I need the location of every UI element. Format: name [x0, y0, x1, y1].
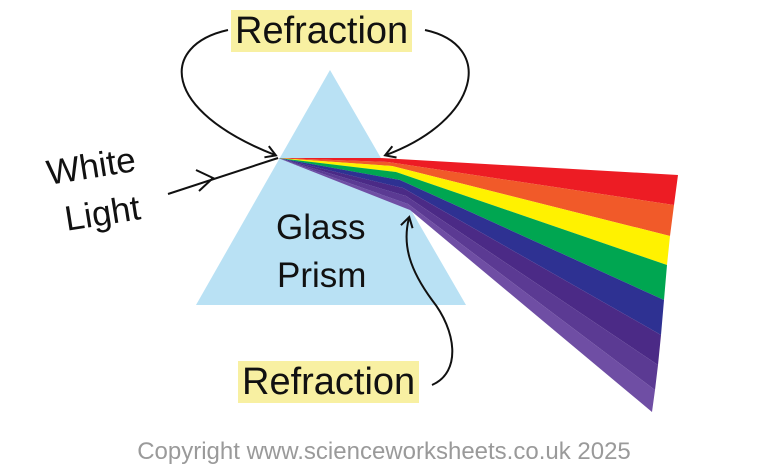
top-right-curved-arrow [383, 29, 470, 159]
spectrum-band-orange [278, 158, 674, 236]
bottom-curved-arrow [400, 215, 454, 386]
bottom-refraction-label: Refraction [238, 361, 420, 403]
top-left-curved-arrow [180, 29, 278, 159]
glass-prism-label-line2: Prism [277, 256, 367, 295]
spectrum-band-red [278, 158, 678, 205]
glass-prism [196, 70, 466, 305]
white-light-ray [167, 157, 279, 195]
copyright-text: Copyright www.scienceworksheets.co.uk 20… [137, 438, 631, 465]
glass-prism-label-line1: Glass [276, 208, 366, 247]
white-light-ray-arrow [195, 169, 215, 192]
top-refraction-label: Refraction [231, 10, 413, 52]
spectrum [278, 158, 678, 412]
